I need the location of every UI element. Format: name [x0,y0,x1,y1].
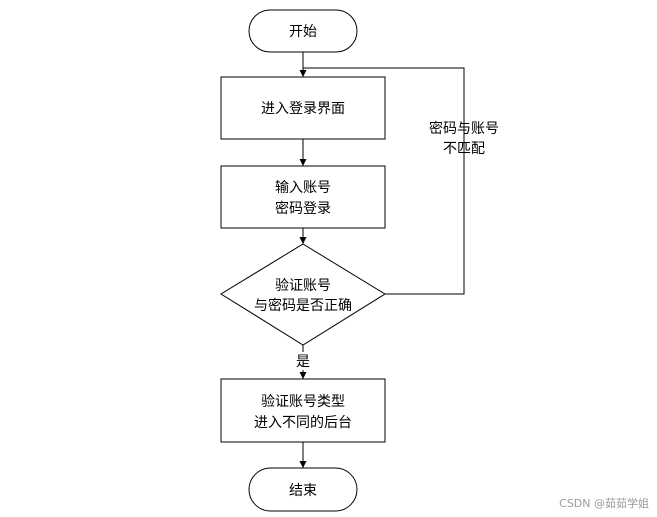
verify-decision-diamond [220,243,386,346]
input-credentials-label-line2: 密码登录 [275,200,331,217]
account-type-label-line2: 进入不同的后台 [254,415,352,431]
mismatch-label-line1: 密码与账号 [429,120,499,137]
mismatch-label-line2: 不匹配 [443,141,485,157]
end-label: 结束 [289,483,317,499]
login-page-label: 进入登录界面 [261,101,345,117]
account-type-box [220,378,386,443]
watermark-text: CSDN @茹茹学姐 [559,497,649,510]
input-credentials-box [220,165,386,229]
yes-label: 是 [296,354,310,370]
start-label: 开始 [289,24,317,40]
arrow-mismatch-loop [303,67,465,295]
input-credentials-label-line1: 输入账号 [275,180,331,196]
account-type-label-line1: 验证账号类型 [261,394,345,410]
yes-label-background [294,352,312,370]
verify-decision-label-line1: 验证账号 [275,278,331,294]
end-terminator [248,467,358,512]
verify-decision-label-line2: 与密码是否正确 [254,297,352,314]
login-page-box [220,76,386,140]
